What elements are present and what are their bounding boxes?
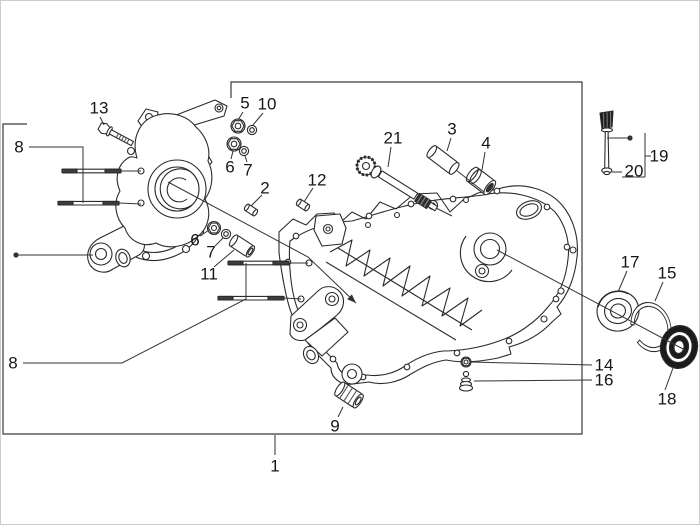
dipstick-dot-leader-dot: [627, 135, 633, 141]
right-case-kick-boss: [341, 363, 363, 385]
leader-part-18: [664, 367, 674, 391]
flange-nut-part6-lower: [206, 220, 222, 236]
leader-part-8: [23, 263, 247, 364]
stud-part8-lower-2: [217, 295, 285, 301]
leader-part-7: [244, 155, 248, 163]
callout-number-6-10: 6: [190, 231, 199, 250]
leader-part-12: [303, 187, 314, 203]
callout-number-19-21: 19: [650, 147, 669, 166]
leader-part-2: [250, 194, 263, 207]
leader-part-8: [29, 146, 84, 203]
callout-number-16-17: 16: [595, 371, 614, 390]
leader-part-13: [99, 116, 105, 126]
callout-number-15-19: 15: [658, 264, 677, 283]
stud-leader-2: [118, 202, 142, 205]
stud-part8-upper-1: [61, 168, 122, 174]
assembly-frame: [2, 81, 583, 435]
callout-number-6-6: 6: [225, 158, 234, 177]
stud-part8-upper-2: [57, 200, 120, 206]
left-case-crank-bore: [147, 159, 207, 219]
leader-part-3: [446, 137, 452, 152]
callout-number-7-11: 7: [206, 243, 215, 262]
leader-part-16: [473, 379, 593, 382]
callout-number-20-22: 20: [625, 162, 644, 181]
stud-leader-4: [283, 297, 302, 300]
right-case-outline: [278, 185, 578, 385]
callout-number-12-13: 12: [308, 171, 327, 190]
dowel-bushing-part12: [295, 198, 311, 212]
screw-part16: [458, 370, 474, 392]
pin-part3: [426, 145, 460, 175]
right-case-mount-lug: [313, 213, 347, 247]
silentblock-bushing-part9: [334, 381, 364, 409]
callout-number-4-3: 4: [481, 134, 490, 153]
leader-part-10: [252, 112, 264, 126]
small-parts: [57, 110, 699, 409]
assembly-arrow-line: [167, 181, 357, 304]
oil-dipstick-part19-20: [599, 110, 614, 176]
callout-number-8-9: 8: [8, 354, 17, 373]
leader-part-17: [617, 270, 628, 293]
callout-number-21-23: 21: [384, 129, 403, 148]
flange-nut-part5: [230, 118, 246, 134]
right-case-oval-opening: [515, 200, 543, 220]
left-crankcase-half-drawing: [87, 99, 228, 273]
shaft-axis-line: [435, 207, 453, 217]
washer-part7-lower: [220, 228, 232, 240]
leader-part-15: [654, 281, 664, 302]
right-case-rib-lattice: [325, 239, 483, 341]
callout-number-2-1: 2: [260, 179, 269, 198]
leader-part-14: [470, 361, 593, 366]
leader-part-9: [337, 406, 344, 418]
dowel-bushing-part2: [243, 203, 259, 217]
callout-number-11-12: 11: [200, 265, 218, 284]
bushing-part4: [465, 166, 497, 196]
ball-bearing-part17: [596, 290, 640, 332]
oil-pump-shaft-part21: [355, 155, 439, 212]
cap-nut-part14: [460, 356, 472, 368]
leader-lines-layer: [13, 111, 686, 455]
left-case-stud-holes: [126, 146, 145, 207]
callout-number-10-5: 10: [258, 95, 277, 114]
callout-number-5-4: 5: [240, 94, 249, 113]
snap-ring-part15: [630, 302, 672, 353]
callout-number-13-14: 13: [90, 99, 109, 118]
leader-part-11: [213, 249, 235, 268]
leader-part-5: [237, 111, 244, 121]
callout-number-8-8: 8: [14, 138, 23, 157]
right-crankcase-half-drawing: [278, 185, 578, 385]
frame-dot-leader-dot: [13, 252, 19, 258]
spacer-part11: [228, 234, 256, 258]
leader-part-6: [230, 150, 234, 160]
callout-number-18-20: 18: [658, 390, 677, 409]
pin-axis-line: [455, 169, 485, 193]
right-case-crank-bore: [459, 232, 513, 283]
bolt-part13: [97, 122, 135, 147]
callout-number-1-0: 1: [270, 457, 279, 476]
washer-part10: [246, 124, 258, 136]
stud-part8-lower-1: [227, 260, 290, 266]
callout-number-3-2: 3: [447, 120, 456, 139]
leader-part-7: [214, 237, 224, 247]
callout-number-14-16: 14: [595, 356, 614, 375]
leader-part-21: [387, 146, 392, 168]
leader-part-6: [199, 229, 210, 237]
frame-outline: [2, 81, 583, 435]
right-case-lower-mount-arm: [289, 286, 349, 365]
washer-part7-upper: [238, 145, 250, 157]
callout-number-17-18: 17: [621, 253, 640, 272]
flange-nut-part6-upper: [226, 136, 242, 152]
callout-number-9-15: 9: [330, 417, 339, 436]
right-case-edge-tab-holes: [364, 196, 577, 323]
bearing-axis-line: [496, 249, 686, 351]
callout-number-7-7: 7: [243, 161, 252, 180]
assembly-arrow-line-arrowhead: [347, 294, 356, 303]
leader-part-4: [481, 151, 486, 171]
